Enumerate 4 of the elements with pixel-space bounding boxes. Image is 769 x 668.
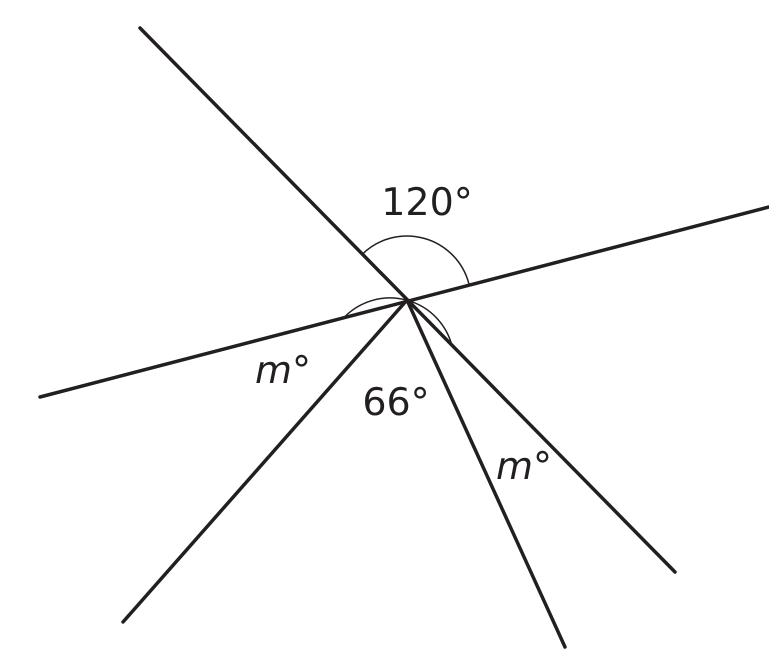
angle-label: 120° — [381, 183, 473, 221]
angle-label: 66° — [362, 383, 430, 421]
angle-label: m° — [254, 351, 312, 389]
angle-label: m° — [496, 447, 552, 485]
